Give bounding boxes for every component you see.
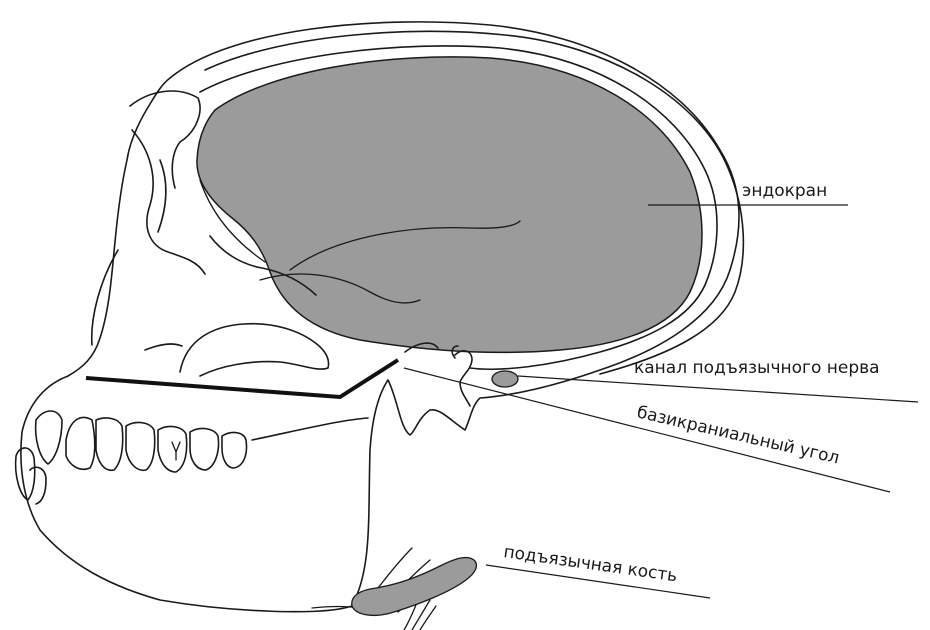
hypoglossal-canal-leader [518, 376, 918, 402]
basicranial-angle-line [86, 360, 398, 397]
hypoglossal-canal [492, 371, 518, 387]
zygomatic-arch [180, 324, 329, 376]
mandible-line [252, 418, 368, 440]
hyoid-bone [352, 558, 477, 616]
orbit-edge [132, 130, 205, 274]
brow-ridge [130, 91, 200, 188]
basicranial-angle-leader [404, 368, 890, 492]
hyoid-bone-label: подъязычная кость [502, 542, 678, 586]
basicranial-angle-label: базикраниальный угол [635, 402, 841, 468]
tooth-row [66, 417, 247, 472]
orbit-inner [158, 160, 166, 232]
hypoglossal-canal-label: канал подъязычного нерва [634, 358, 880, 378]
endocranium [197, 57, 702, 353]
mastoid-outline [455, 351, 472, 406]
nasal-line [92, 250, 118, 345]
endocranium-label: эндокран [742, 181, 827, 201]
temporal-line [145, 344, 182, 350]
molar-cusp [172, 442, 180, 460]
canine-tooth [36, 411, 62, 464]
